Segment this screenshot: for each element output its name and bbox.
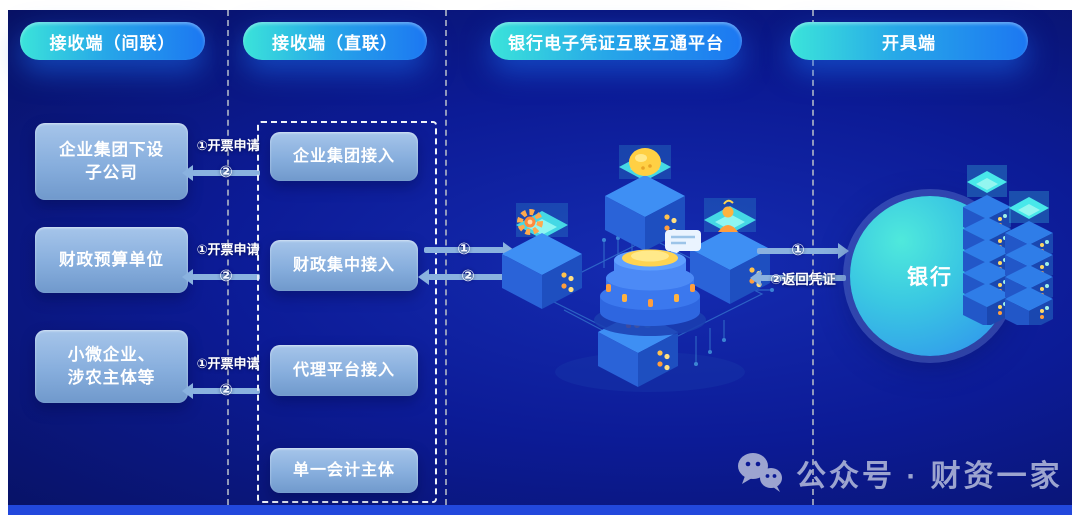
dashed-separator-3	[812, 10, 814, 505]
node-single-accounting-entity: 单一会计主体	[270, 448, 418, 493]
direct-column-dashed-border	[257, 121, 437, 503]
speech-bubble-icon	[665, 230, 701, 259]
node-agent-platform-access: 代理平台接入	[270, 345, 418, 396]
header-pill-issuer: 开具端	[790, 22, 1028, 60]
diagram-canvas: 接收端（间联） 接收端（直联） 银行电子凭证互联互通平台 开具端 企业集团下设 …	[8, 10, 1072, 505]
platform-return-badge: ②	[461, 268, 475, 285]
platform-request-badge: ①	[457, 241, 471, 258]
server-tower-front	[1005, 191, 1053, 325]
flow-request-label-1: ①开票申请	[196, 138, 260, 153]
bank-return-label: ②返回凭证	[770, 272, 836, 287]
wechat-icon	[738, 453, 782, 492]
watermark: 公众号 · 财资一家	[736, 451, 1063, 495]
node-fiscal-budget-unit: 财政预算单位	[35, 227, 188, 293]
dashed-separator-1	[227, 10, 229, 505]
flow-return-badge-2: ②	[219, 268, 233, 285]
server-towers-icon	[963, 165, 1053, 325]
flow-return-arrow-3: ②	[182, 383, 260, 399]
header-pill-platform: 银行电子凭证互联互通平台	[490, 22, 742, 60]
header-pill-receiver-indirect: 接收端（间联）	[20, 22, 205, 60]
person-icon	[718, 199, 738, 232]
bank-label: 银行	[907, 266, 953, 289]
gear-icon	[517, 209, 543, 235]
flow-request-label-3: ①开票申请	[196, 356, 260, 371]
dashed-separator-2	[445, 10, 447, 505]
node-group-subsidiary: 企业集团下设 子公司	[35, 123, 188, 200]
header-pill-receiver-direct: 接收端（直联）	[243, 22, 427, 60]
server-cube-left-icon	[502, 203, 582, 309]
flow-return-badge-1: ②	[219, 164, 233, 181]
platform-return-arrow: ②	[418, 269, 508, 285]
bank-request-badge: ①	[791, 242, 805, 259]
flow-return-arrow-1: ②	[182, 165, 260, 181]
platform-illustration	[502, 145, 774, 392]
coin-icon	[629, 148, 661, 176]
server-tower-back	[963, 165, 1011, 325]
flow-return-badge-3: ②	[219, 382, 233, 399]
platform-request-arrow: ①	[424, 242, 514, 258]
watermark-text: 公众号 · 财资一家	[796, 460, 1063, 493]
flow-request-label-2: ①开票申请	[196, 242, 260, 257]
node-group-access: 企业集团接入	[270, 132, 418, 181]
platform-cylinder-icon	[594, 249, 706, 336]
bank-request-arrow: ①	[757, 243, 849, 259]
bank-return-arrow: ②返回凭证	[750, 270, 846, 287]
flow-return-arrow-2: ②	[182, 269, 260, 285]
node-fiscal-central-access: 财政集中接入	[270, 240, 418, 291]
bottom-accent-strip	[8, 505, 1072, 515]
node-small-enterprises: 小微企业、 涉农主体等	[35, 330, 188, 403]
